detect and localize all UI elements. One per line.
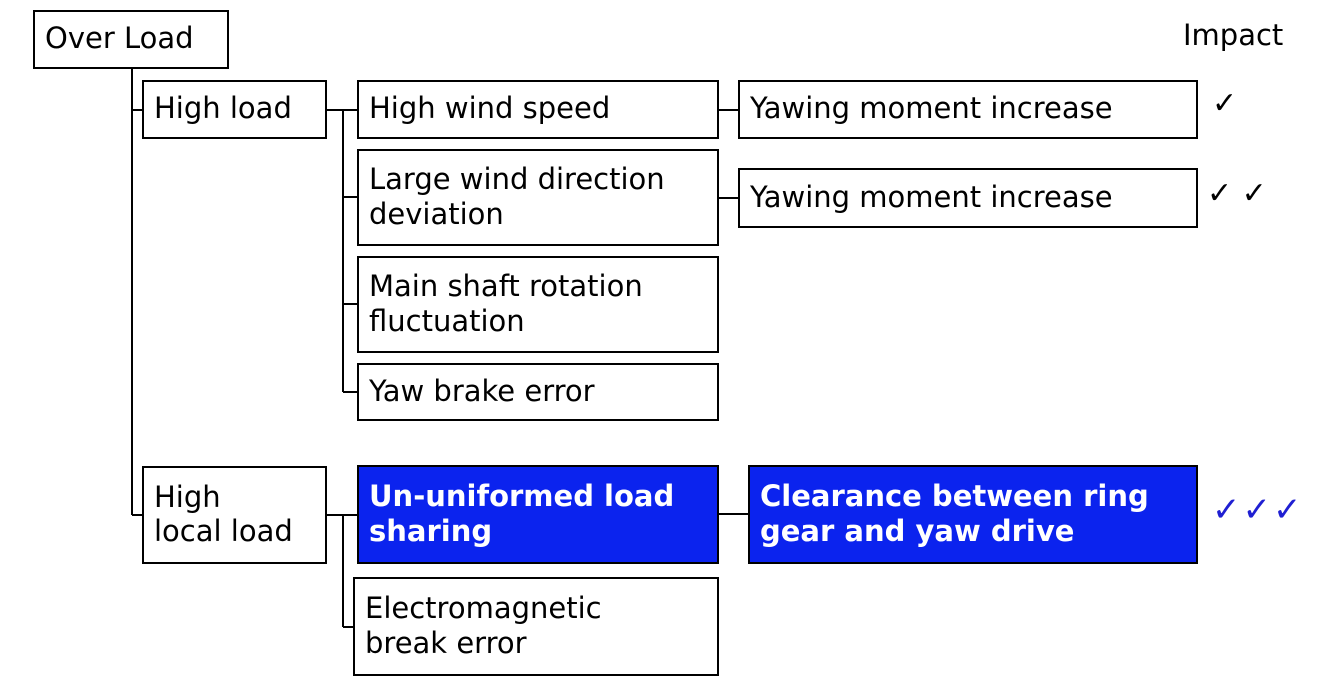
impact-checkmarks-yawing-1: ✓ (1212, 86, 1238, 121)
node-label: High local load (154, 479, 293, 548)
node-label: Clearance between ring gear and yaw driv… (760, 479, 1149, 548)
node-main-shaft-rotation-fluctuation: Main shaft rotation fluctuation (357, 256, 719, 353)
node-yawing-moment-increase-2: Yawing moment increase (738, 168, 1198, 228)
node-clearance-between-ring-gear-and-yaw-drive: Clearance between ring gear and yaw driv… (748, 465, 1198, 564)
node-un-uniformed-load-sharing: Un-uniformed load sharing (357, 465, 719, 564)
node-high-load: High load (142, 80, 327, 139)
node-yaw-brake-error: Yaw brake error (357, 363, 719, 421)
node-label: Large wind direction deviation (369, 162, 665, 231)
node-over-load: Over Load (33, 10, 229, 69)
node-label: Over Load (45, 21, 194, 56)
node-label: High wind speed (369, 91, 611, 126)
node-label: Main shaft rotation fluctuation (369, 269, 643, 338)
node-label: Un-uniformed load sharing (369, 479, 675, 548)
impact-column-header: Impact (1183, 18, 1284, 52)
node-large-wind-direction-deviation: Large wind direction deviation (357, 149, 719, 246)
impact-checkmarks-clearance: ✓✓✓ (1212, 490, 1304, 530)
node-high-local-load: High local load (142, 466, 327, 564)
node-label: Electromagnetic break error (365, 591, 602, 660)
node-label: High load (154, 91, 292, 126)
impact-checkmarks-yawing-2: ✓ ✓ (1207, 176, 1267, 211)
node-label: Yaw brake error (369, 373, 595, 408)
node-label: Yawing moment increase (750, 91, 1113, 126)
node-electromagnetic-break-error: Electromagnetic break error (353, 577, 719, 676)
node-yawing-moment-increase-1: Yawing moment increase (738, 80, 1198, 139)
node-label: Yawing moment increase (750, 179, 1113, 214)
node-high-wind-speed: High wind speed (357, 80, 719, 139)
